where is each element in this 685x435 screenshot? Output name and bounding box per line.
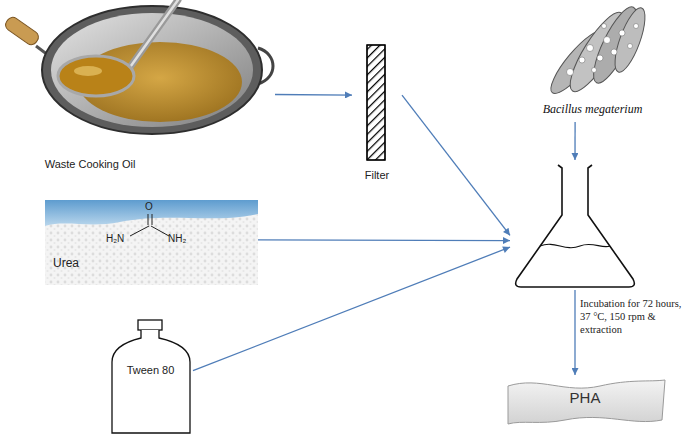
flask-node — [510, 160, 640, 290]
bacterium-rod — [609, 5, 651, 76]
flow-arrow — [275, 94, 352, 96]
urea-photo — [45, 200, 258, 285]
single-bond — [130, 226, 149, 236]
ladle-bowl — [58, 56, 134, 96]
product-film: PHA — [505, 375, 665, 427]
flow-arrow — [574, 290, 575, 375]
bottle-body — [112, 330, 190, 433]
pan-bowl — [51, 13, 253, 127]
ingredient-image: Waste Cooking Oil — [5, 0, 275, 175]
pan-handle-grip — [3, 15, 41, 47]
node-text: Filter — [352, 169, 402, 182]
node-text: Bacillus megaterium — [520, 103, 665, 117]
chemical-label: O — [145, 201, 153, 212]
ladle-handle — [128, 0, 178, 70]
filter-hatching — [367, 45, 385, 160]
flask-illustration — [516, 165, 635, 287]
filter-body — [367, 45, 385, 160]
edge-label: Incubation for 72 hours, 37 °C, 150 rpm … — [580, 297, 684, 336]
double-bond — [148, 214, 149, 225]
urea-bag — [45, 200, 258, 226]
bacteria-illustration — [544, 2, 651, 100]
node-text: Waste Cooking Oil — [25, 158, 155, 171]
node-text: Tween 80 — [108, 364, 193, 377]
bottle-node: Tween 80 — [108, 318, 193, 435]
single-bond — [151, 226, 169, 236]
urea-granules — [45, 200, 258, 285]
filter-node: Filter — [352, 45, 402, 190]
organism-image: Bacillus megaterium — [520, 0, 665, 122]
flow-arrow — [193, 247, 510, 371]
flow-arrow — [258, 239, 510, 241]
bacterium-granules — [567, 24, 639, 76]
bottle-illustration — [112, 320, 190, 433]
node-text: PHA — [505, 389, 665, 406]
flow-arrow — [574, 122, 575, 160]
ladle-handle-shine — [128, 0, 178, 70]
double-bond — [152, 214, 153, 225]
bottle-cap — [138, 320, 162, 330]
pan-illustration — [3, 0, 273, 134]
pan-rim — [42, 6, 262, 134]
oil-shine — [74, 66, 102, 76]
flow-arrow — [402, 95, 510, 235]
flask-outline — [516, 165, 635, 287]
node-text: Urea — [53, 257, 133, 271]
chemical-label: H₂N — [106, 233, 124, 244]
flask-liquid — [540, 244, 610, 247]
ingredient-image: Urea — [45, 200, 258, 285]
chemical-label: NH₂ — [168, 233, 186, 244]
